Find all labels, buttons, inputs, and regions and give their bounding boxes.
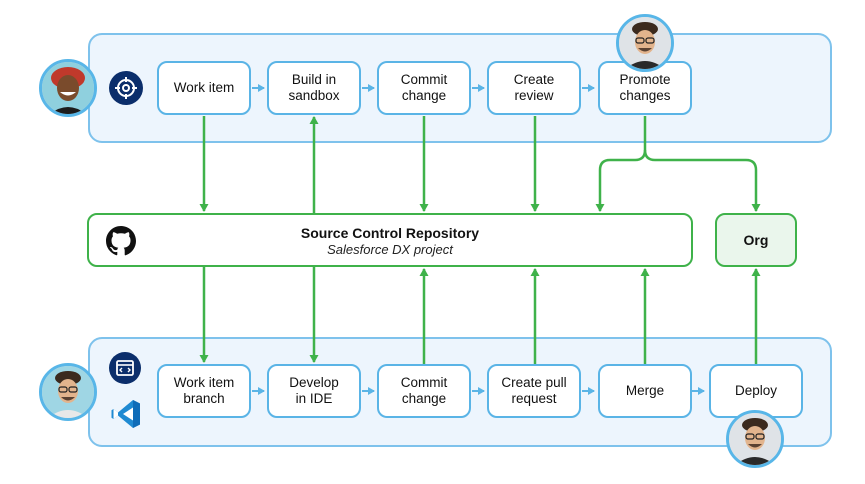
step-label: Create pull <box>501 375 567 390</box>
step-label: Commit <box>400 375 448 390</box>
step-label-2: in IDE <box>295 391 333 406</box>
step-deploy: Deploy <box>709 364 803 418</box>
step-label-2: changes <box>619 88 671 103</box>
step-label: Commit <box>400 72 448 87</box>
step-label-2: change <box>401 88 447 103</box>
avatar-developer <box>39 363 97 421</box>
org-label: Org <box>743 232 769 248</box>
target-icon <box>109 71 143 105</box>
step-label-2: branch <box>183 391 225 406</box>
step-label: Develop <box>289 375 339 390</box>
step-label: Promote <box>619 72 671 87</box>
source-control-repository: Source Control Repository Salesforce DX … <box>87 213 693 267</box>
step-label-2: change <box>401 391 447 406</box>
step-merge: Merge <box>598 364 692 418</box>
vscode-icon <box>111 400 140 428</box>
avatar-release-manager <box>616 14 674 72</box>
code-window-icon <box>109 352 141 384</box>
repository-connectors <box>199 116 761 364</box>
step-label: Create <box>513 72 555 87</box>
step-label: Merge <box>625 383 665 398</box>
avatar-deployer <box>726 410 784 468</box>
repository-title: Source Control Repository <box>300 225 480 241</box>
step-label-2: review <box>514 88 554 103</box>
org-box: Org <box>715 213 797 267</box>
avatar-admin <box>39 59 97 117</box>
repository-subtitle: Salesforce DX project <box>327 242 453 257</box>
step-label-2: sandbox <box>288 88 340 103</box>
step-label: Build in <box>291 72 337 87</box>
step-label: Work item <box>173 80 235 95</box>
step-label: Work item <box>173 375 235 390</box>
arrow-promote-to-org <box>643 149 761 212</box>
arrow-promote-to-repo <box>595 116 647 212</box>
step-label-2: request <box>511 391 557 406</box>
github-icon <box>106 226 136 256</box>
step-work-item: Work item <box>157 61 251 115</box>
step-label: Deploy <box>734 383 778 398</box>
